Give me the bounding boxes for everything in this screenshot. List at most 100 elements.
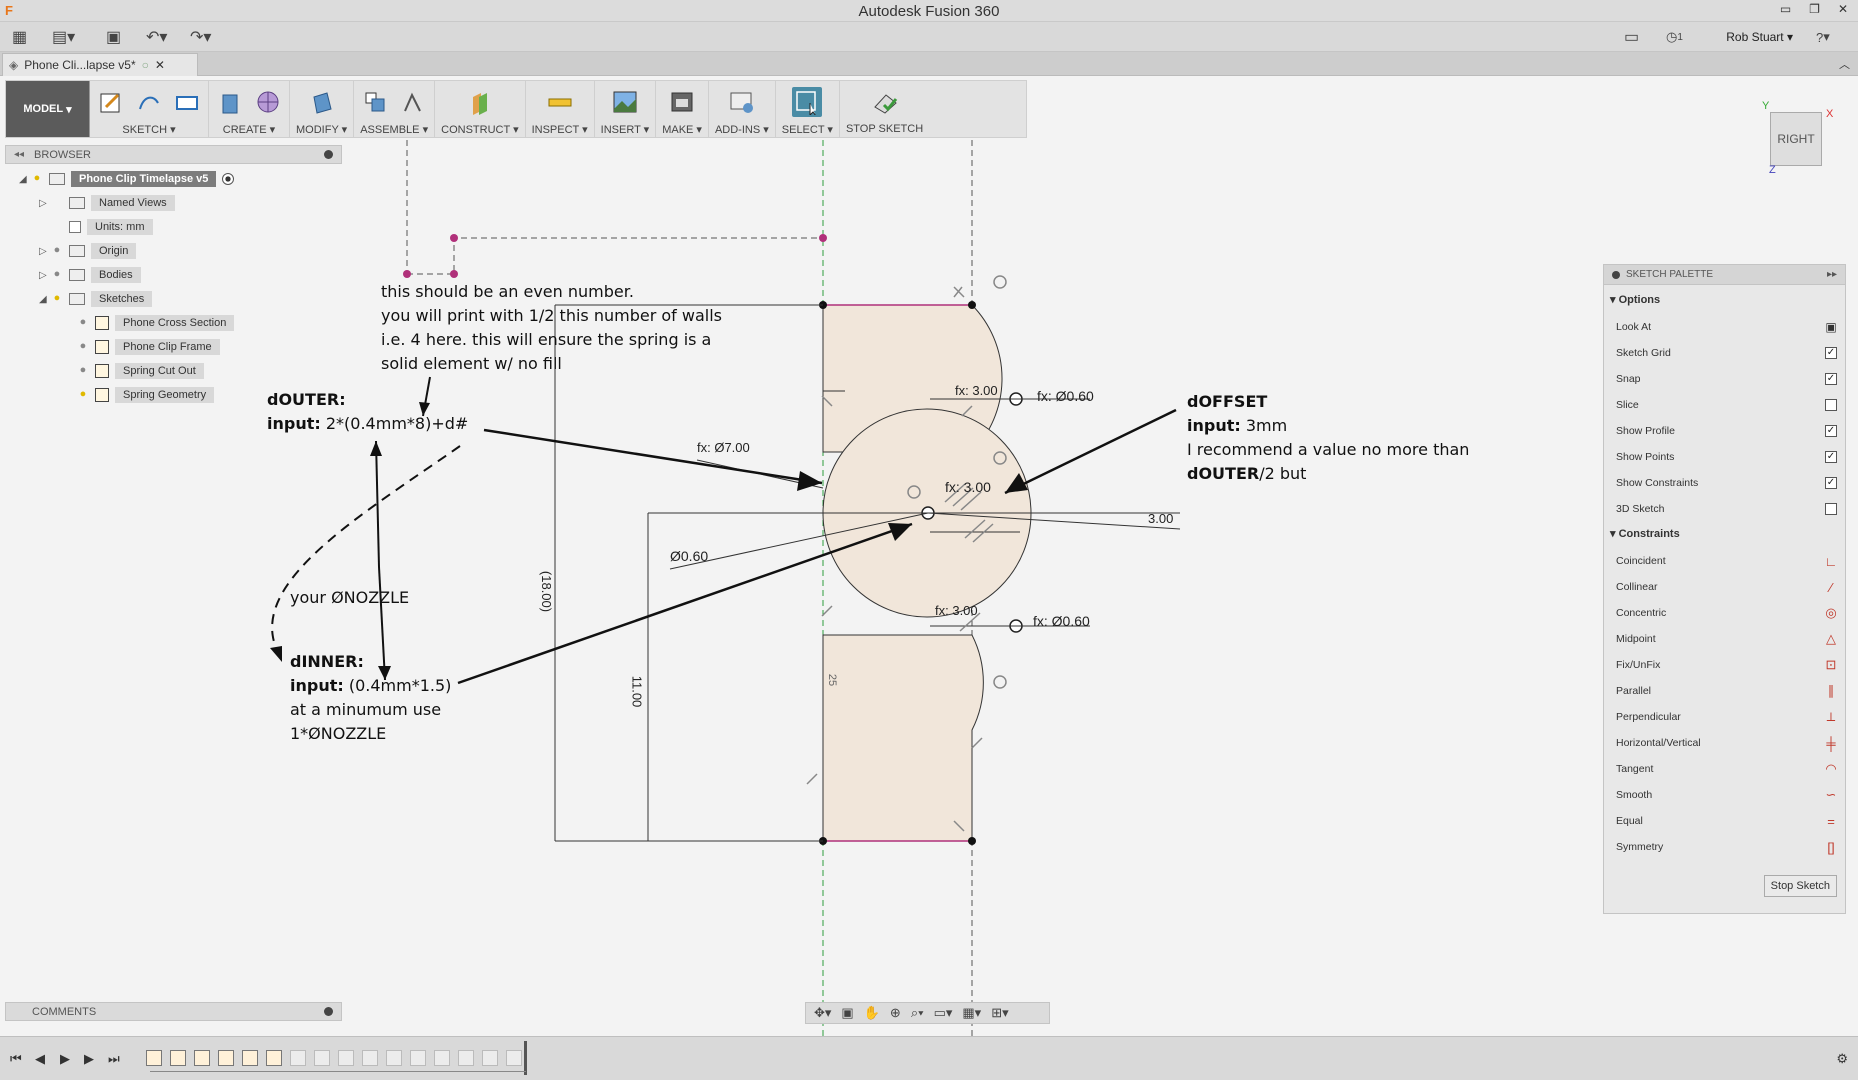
timeline-sketch-feature[interactable] — [146, 1050, 162, 1066]
coincident-icon[interactable]: ∟ — [1824, 553, 1838, 569]
option-3d-sketch[interactable]: 3D Sketch — [1616, 499, 1838, 519]
joint-icon[interactable] — [398, 87, 428, 117]
show-points-checkbox[interactable]: ✓ — [1825, 451, 1837, 463]
option-show-points[interactable]: Show Points✓ — [1616, 447, 1838, 467]
timeline-sketch-feature[interactable] — [266, 1050, 282, 1066]
new-component-icon[interactable] — [360, 87, 390, 117]
dim-25[interactable]: 25 — [826, 673, 839, 687]
timeline-suppressed-feature[interactable] — [482, 1050, 498, 1066]
expand-arrow-icon[interactable]: ▷ — [39, 245, 47, 257]
timeline-suppressed-feature[interactable] — [386, 1050, 402, 1066]
insert-group[interactable]: INSERT ▾ — [595, 81, 657, 137]
visibility-bulb-icon[interactable]: ● — [79, 316, 87, 328]
tree-item-sketch[interactable]: ● Spring Cut Out — [77, 361, 204, 381]
smooth-icon[interactable]: ∽ — [1825, 787, 1837, 802]
3d-print-icon[interactable] — [667, 87, 697, 117]
timeline-sketch-feature[interactable] — [170, 1050, 186, 1066]
constraint-symmetry[interactable]: Symmetry[] — [1616, 837, 1838, 857]
viewports-icon[interactable]: ⊞▾ — [991, 1005, 1009, 1020]
timeline-sketch-feature[interactable] — [194, 1050, 210, 1066]
constraint-midpoint[interactable]: Midpoint△ — [1616, 629, 1838, 649]
save-icon[interactable]: ▣ — [106, 29, 122, 46]
file-menu-icon[interactable]: ▤▾ — [52, 29, 76, 46]
expand-arrow-icon[interactable]: ▷ — [39, 197, 47, 209]
collapse-panel-icon[interactable]: ◂◂ — [14, 149, 25, 160]
lock-icon[interactable]: ⊡ — [1825, 657, 1837, 672]
pan-icon[interactable]: ✋ — [863, 1005, 880, 1020]
option-slice[interactable]: Slice — [1616, 395, 1838, 415]
horizontal-vertical-icon[interactable]: ╪ — [1826, 735, 1836, 751]
show-constraints-checkbox[interactable]: ✓ — [1825, 477, 1837, 489]
sketch-grid-checkbox[interactable]: ✓ — [1825, 347, 1837, 359]
sketch-group[interactable]: SKETCH ▾ — [90, 81, 209, 137]
visibility-bulb-icon[interactable]: ● — [79, 364, 87, 376]
dim-top-small-diameter[interactable]: fx: Ø0.60 — [1037, 388, 1094, 404]
constraint-smooth[interactable]: Smooth∽ — [1616, 785, 1838, 805]
fit-icon[interactable]: ⌕▾ — [910, 1005, 924, 1020]
equal-icon[interactable]: = — [1827, 813, 1835, 829]
zoom-icon[interactable]: ⊕ — [889, 1005, 901, 1020]
select-icon[interactable] — [792, 87, 823, 117]
stop-sketch-group[interactable]: STOP SKETCH — [840, 81, 929, 137]
option-show-constraints[interactable]: Show Constraints✓ — [1616, 473, 1838, 493]
insert-image-icon[interactable] — [610, 87, 640, 117]
make-group[interactable]: MAKE ▾ — [656, 81, 709, 137]
restore-icon[interactable]: ❐ — [1809, 2, 1820, 16]
option-sketch-grid[interactable]: Sketch Grid✓ — [1616, 343, 1838, 363]
active-radio-icon[interactable] — [222, 173, 235, 185]
close-window-icon[interactable]: ✕ — [1837, 2, 1848, 16]
timeline-suppressed-feature[interactable] — [362, 1050, 378, 1066]
construct-group[interactable]: CONSTRUCT ▾ — [435, 81, 526, 137]
constraint-collinear[interactable]: Collinear⁄ — [1616, 577, 1838, 597]
timeline-suppressed-feature[interactable] — [290, 1050, 306, 1066]
tree-item-sketch[interactable]: ● Phone Cross Section — [77, 313, 235, 333]
collapse-ribbon-icon[interactable]: ︿ — [1839, 59, 1850, 71]
timeline-sketch-feature[interactable] — [242, 1050, 258, 1066]
constraints-section-header[interactable]: ▾ Constraints — [1610, 528, 1680, 540]
select-group[interactable]: SELECT ▾ — [776, 81, 840, 137]
step-forward-icon[interactable]: ▶ — [84, 1051, 94, 1066]
expand-palette-icon[interactable]: ▸▸ — [1826, 269, 1837, 280]
timeline-suppressed-feature[interactable] — [458, 1050, 474, 1066]
constraint-equal[interactable]: Equal= — [1616, 811, 1838, 831]
show-profile-checkbox[interactable]: ✓ — [1825, 425, 1837, 437]
collinear-icon[interactable]: ⁄ — [1829, 579, 1833, 595]
concentric-icon[interactable]: ◎ — [1825, 605, 1837, 620]
constraint-tangent[interactable]: Tangent◠ — [1616, 759, 1838, 779]
measure-icon[interactable] — [545, 87, 575, 117]
stop-sketch-button[interactable]: Stop Sketch — [1763, 875, 1837, 897]
go-to-end-icon[interactable]: ⏭ — [108, 1051, 120, 1066]
go-to-start-icon[interactable]: ⏮ — [10, 1051, 22, 1066]
constraint-fix[interactable]: Fix/UnFix⊡ — [1616, 655, 1838, 675]
option-snap[interactable]: Snap✓ — [1616, 369, 1838, 389]
rectangle-icon[interactable] — [172, 87, 202, 117]
scripts-icon[interactable] — [727, 87, 757, 117]
midpoint-icon[interactable]: △ — [1826, 631, 1836, 646]
dim-bottom-small-diameter[interactable]: fx: Ø0.60 — [1033, 613, 1090, 629]
dim-vertical-18[interactable]: (18.00) — [539, 570, 555, 613]
timeline-settings-gear-icon[interactable]: ⚙ — [1836, 1051, 1848, 1066]
constraint-perpendicular[interactable]: Perpendicular⟂ — [1616, 707, 1838, 727]
sketch-drawing[interactable] — [0, 76, 1858, 1036]
tree-root[interactable]: ◢ ● Phone Clip Timelapse v5 — [19, 169, 235, 189]
redo-icon[interactable]: ↷▾ — [190, 29, 212, 46]
look-at-icon[interactable]: ▣ — [1825, 320, 1837, 334]
close-tab-icon[interactable]: ✕ — [154, 58, 165, 72]
grid-settings-icon[interactable]: ▦▾ — [962, 1005, 982, 1020]
palette-pin-icon[interactable] — [1612, 270, 1620, 279]
orbit-icon[interactable]: ✥▾ — [814, 1005, 832, 1020]
dim-right-offset[interactable]: 3.00 — [1148, 511, 1174, 526]
visibility-bulb-icon[interactable]: ● — [79, 388, 87, 400]
timeline-suppressed-feature[interactable] — [410, 1050, 426, 1066]
tree-item-units[interactable]: Units: mm — [39, 217, 153, 237]
tree-item-bodies[interactable]: ▷ ● Bodies — [39, 265, 141, 285]
tree-item-sketches[interactable]: ◢ ● Sketches — [39, 289, 153, 309]
offset-plane-icon[interactable] — [465, 87, 495, 117]
timeline-suppressed-feature[interactable] — [314, 1050, 330, 1066]
comment-icon[interactable]: ▭ — [1624, 29, 1640, 46]
visibility-bulb-icon[interactable]: ● — [33, 172, 41, 184]
tree-item-sketch[interactable]: ● Phone Clip Frame — [77, 337, 220, 357]
modify-group[interactable]: MODIFY ▾ — [290, 81, 355, 137]
dim-inner-diameter[interactable]: Ø0.60 — [670, 548, 709, 564]
tree-item-sketch-active[interactable]: ● Spring Geometry — [77, 385, 215, 405]
